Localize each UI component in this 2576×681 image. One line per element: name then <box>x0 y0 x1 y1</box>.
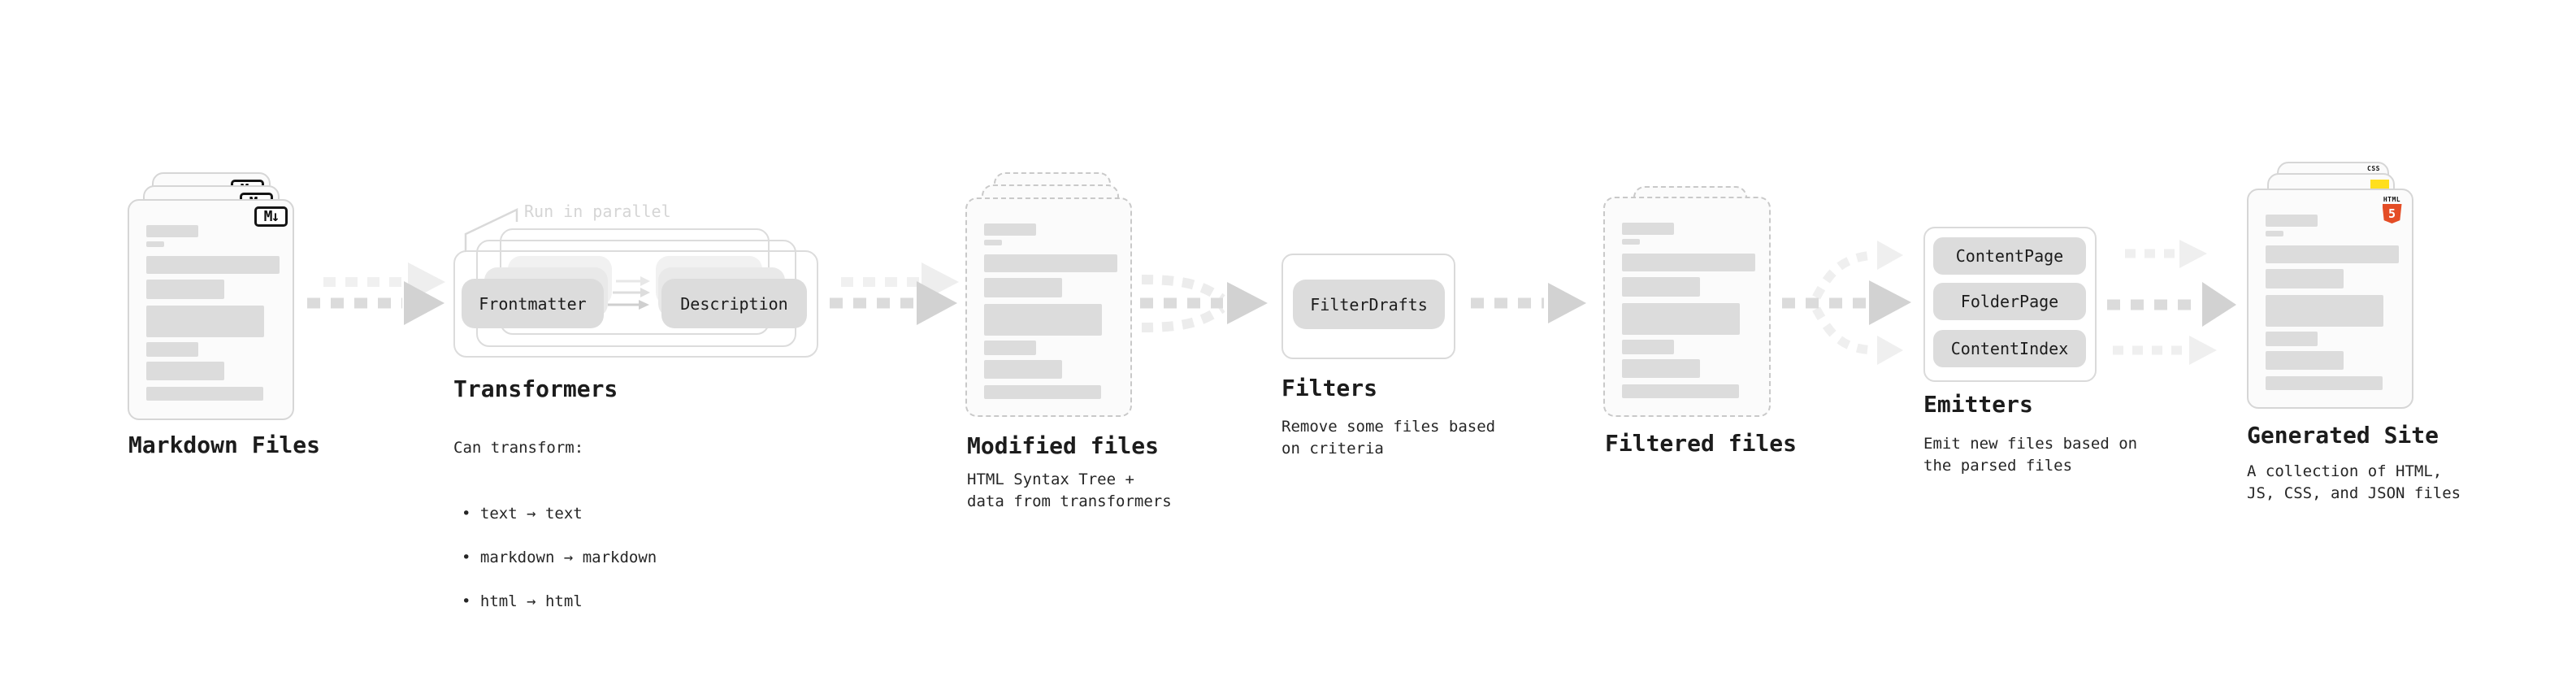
arrow-filtered-to-emitters <box>1782 241 1911 365</box>
doc-line-bar <box>1622 303 1740 335</box>
doc-line-bar <box>2266 351 2344 370</box>
run-in-parallel-label: Run in parallel <box>524 202 671 221</box>
doc-line-bar <box>984 223 1036 236</box>
bullet-item: • html → html <box>462 592 583 610</box>
doc-line-bar <box>984 340 1036 355</box>
doc-line-bar <box>2266 245 2399 263</box>
doc-line-bar <box>2266 215 2318 227</box>
stage-title-filters: Filters <box>1281 375 1378 401</box>
transformers-note: Can transform: <box>453 439 584 457</box>
emitter-pill-contentpage: ContentPage <box>1933 237 2086 275</box>
markdown-icon: M↓ <box>254 206 288 227</box>
emitter-pill-folderpage: FolderPage <box>1933 283 2086 320</box>
transformers-bullets: • text → text • markdown → markdown • ht… <box>453 481 657 635</box>
doc-line-bar <box>146 342 198 357</box>
stage-title-markdown-files: Markdown Files <box>128 432 321 458</box>
doc-line-bar <box>2266 295 2383 327</box>
doc-line-bar <box>1622 384 1739 398</box>
doc-line-bar <box>2266 332 2318 346</box>
stage-title-modified-files: Modified files <box>967 432 1160 459</box>
bullet-item: • text → text <box>462 505 583 523</box>
doc-line-bar <box>984 304 1102 336</box>
stage-subtitle-modified-files: HTML Syntax Tree + data from transformer… <box>967 471 1172 510</box>
markdown-file-card: M↓ <box>128 199 294 420</box>
doc-line-bar <box>984 278 1062 297</box>
doc-line-bar <box>146 362 224 380</box>
doc-line-bar <box>1622 359 1700 378</box>
stage-title-emitters: Emitters <box>1923 391 2033 418</box>
doc-line-bar <box>2266 376 2383 390</box>
transformer-box-front <box>453 250 818 358</box>
arrow-filters-to-filtered <box>1471 283 1586 323</box>
arrow-emitters-to-generated <box>2107 240 2236 365</box>
doc-line-bar <box>2266 269 2344 288</box>
doc-line-bar <box>1622 223 1674 235</box>
arrow-markdown-to-transformers <box>307 262 445 325</box>
stage-title-generated-site: Generated Site <box>2247 422 2439 449</box>
doc-line-bar <box>146 306 264 337</box>
js-file-icon <box>2370 180 2389 189</box>
filtered-file-card <box>1603 197 1771 417</box>
doc-line-bar <box>984 240 1002 245</box>
doc-line-bar <box>146 280 224 299</box>
doc-line-bar <box>146 256 280 274</box>
doc-line-bar <box>1622 239 1640 245</box>
stage-subtitle-transformers: Can transform: • text → text • markdown … <box>453 415 657 657</box>
emitter-pill-contentindex: ContentIndex <box>1933 330 2086 367</box>
transformer-pill-description: Description <box>661 279 807 328</box>
html5-icon: HTML 5 <box>2382 196 2402 223</box>
doc-line-bar <box>1622 340 1674 354</box>
filter-pill-filterdrafts: FilterDrafts <box>1293 280 1445 329</box>
stage-subtitle-emitters: Emit new files based on the parsed files <box>1923 435 2138 475</box>
doc-line-bar <box>1622 254 1755 271</box>
doc-line-bar <box>146 387 263 401</box>
generated-file-card-html: HTML 5 <box>2247 189 2413 409</box>
doc-line-bar <box>984 254 1117 272</box>
doc-line-bar <box>984 360 1062 379</box>
doc-line-bar <box>146 241 164 247</box>
bullet-item: • markdown → markdown <box>462 549 657 566</box>
arrow-modified-to-filters <box>1140 275 1268 332</box>
doc-line-bar <box>984 385 1101 399</box>
stage-subtitle-filters: Remove some files based on criteria <box>1281 418 1496 458</box>
transformer-pill-frontmatter: Frontmatter <box>462 279 604 328</box>
doc-line-bar <box>1622 277 1700 297</box>
stage-title-filtered-files: Filtered files <box>1605 430 1798 457</box>
doc-line-bar <box>2266 231 2283 236</box>
stage-subtitle-generated-site: A collection of HTML, JS, CSS, and JSON … <box>2247 462 2461 502</box>
stage-title-transformers: Transformers <box>453 375 618 402</box>
modified-file-card <box>965 197 1132 417</box>
doc-line-bar <box>146 225 198 237</box>
arrow-transformers-to-modified <box>830 262 959 325</box>
